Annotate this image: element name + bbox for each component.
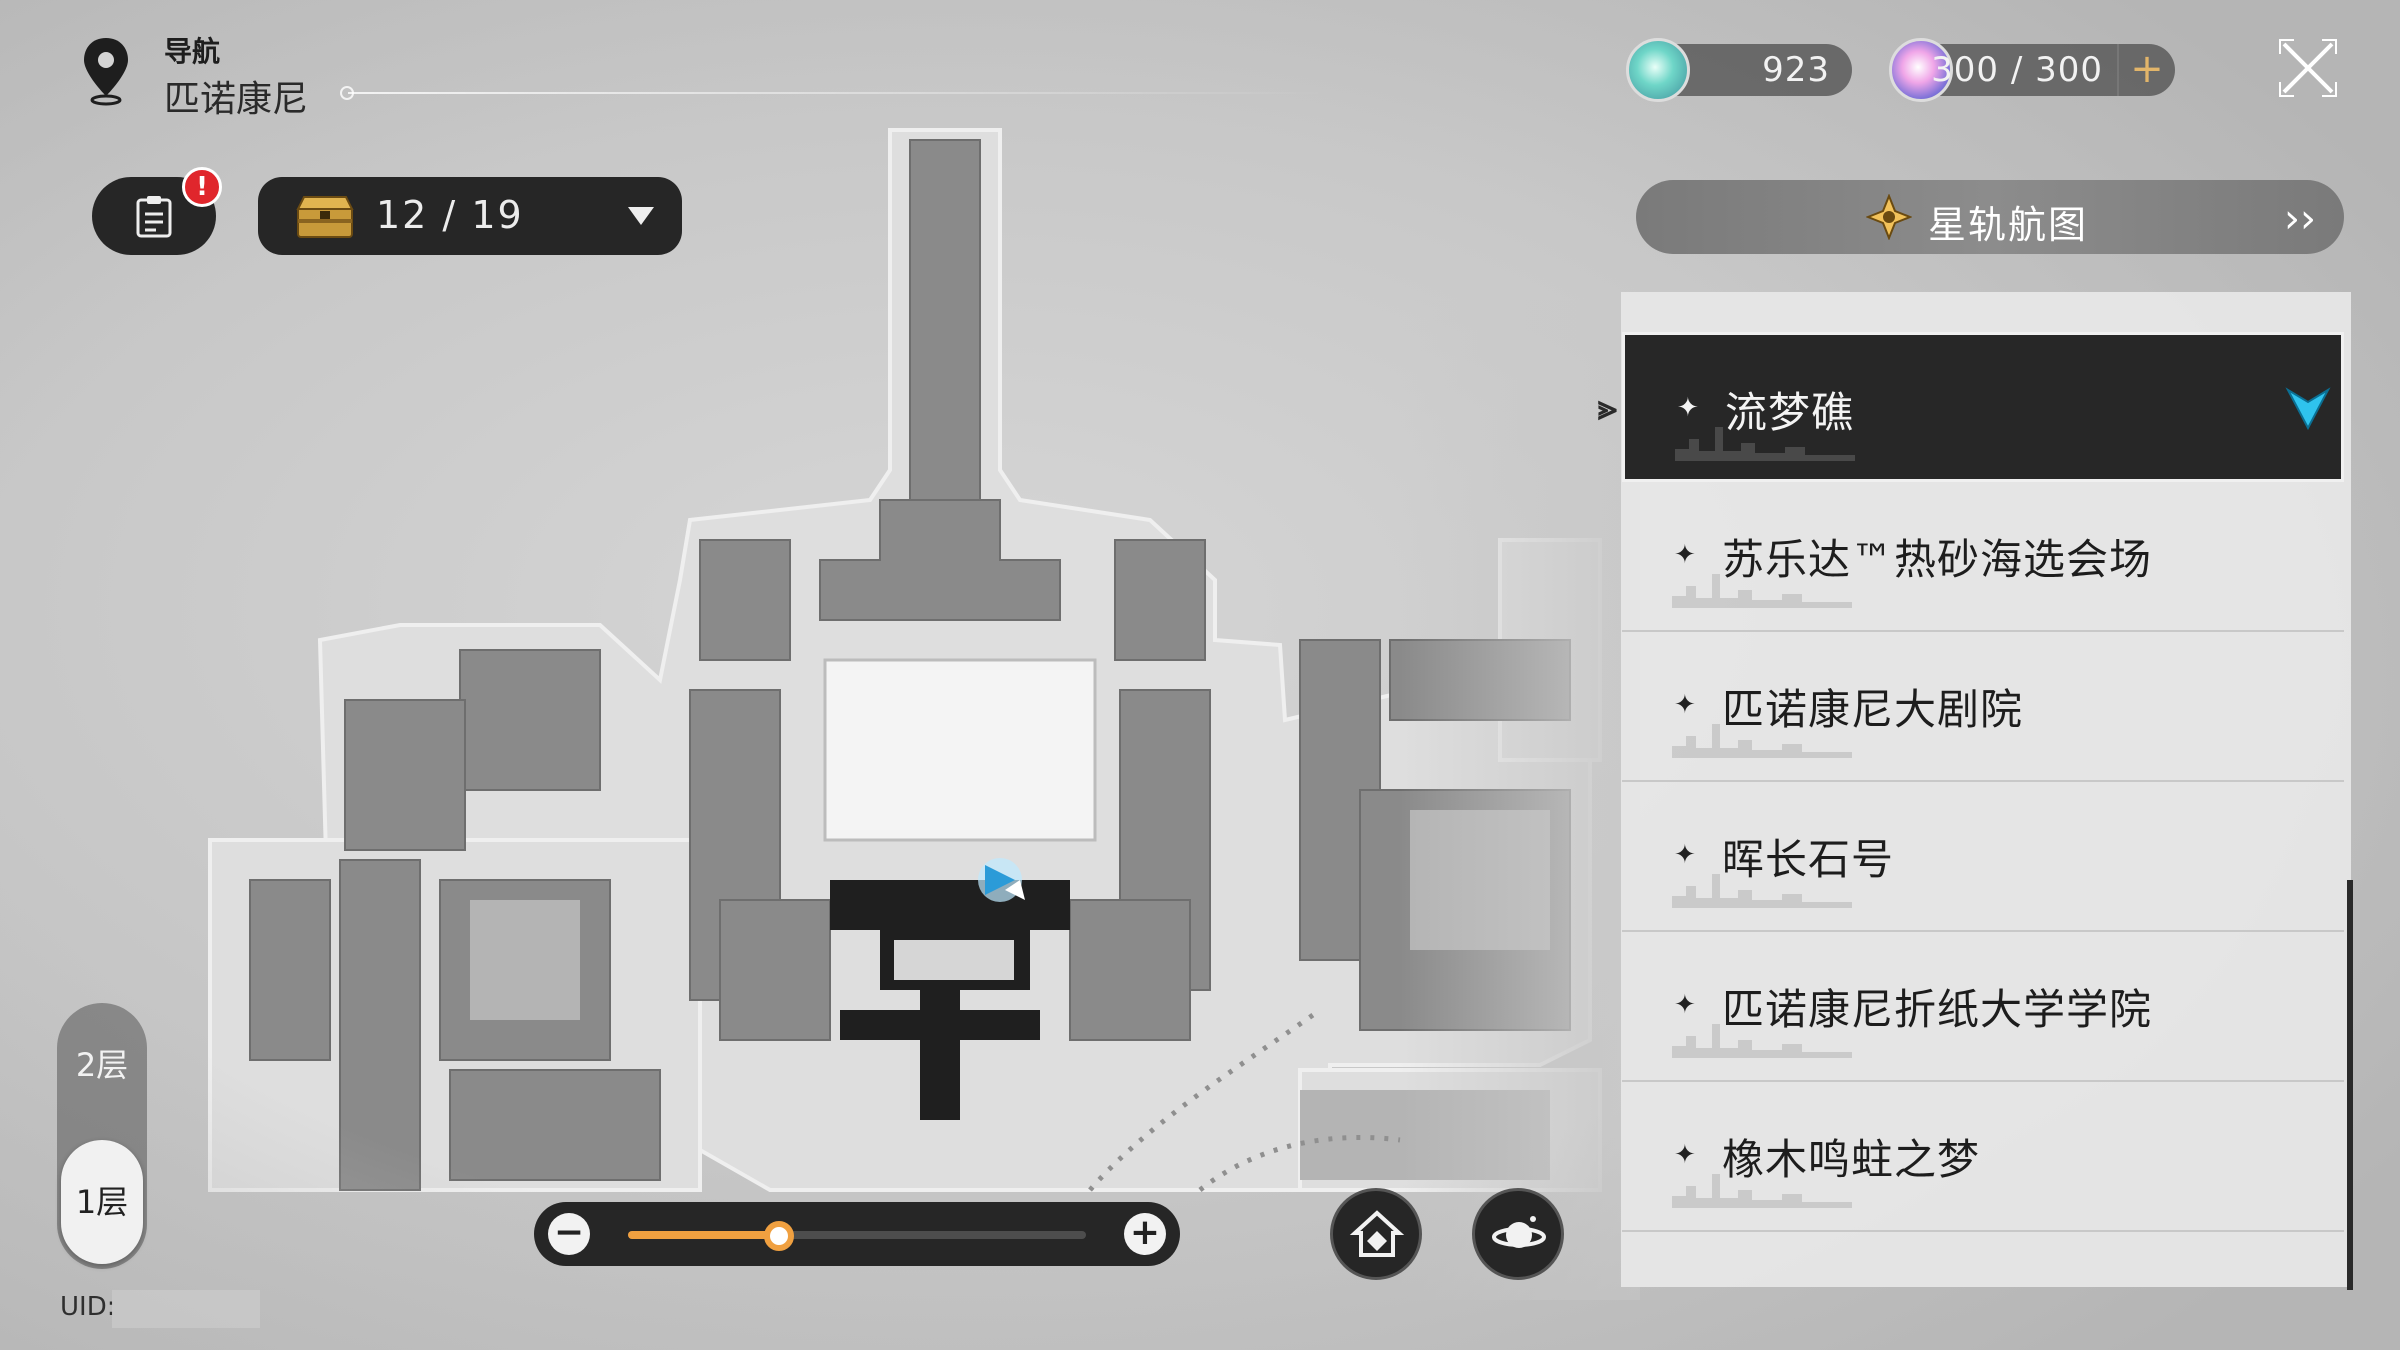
teleport-anchor-button[interactable] xyxy=(1330,1188,1422,1280)
floor-2-button[interactable]: 2层 xyxy=(75,1046,129,1084)
location-item[interactable]: ✦ 匹诺康尼折纸大学学院 xyxy=(1622,932,2344,1082)
skyline-decoration-icon xyxy=(1672,1024,1852,1058)
location-name: 橡木鸣蛀之梦 xyxy=(1722,1135,1981,1184)
location-pin-icon xyxy=(84,38,128,106)
sparkle-icon: ✦ xyxy=(1677,393,1699,423)
sparkle-icon: ✦ xyxy=(1674,690,1696,720)
player-location-marker xyxy=(978,858,1025,902)
zoom-slider-fill xyxy=(628,1231,780,1239)
trailblaze-power-icon xyxy=(1889,38,1953,102)
navigation-label: 导航 xyxy=(164,35,221,68)
sparkle-icon: ✦ xyxy=(1674,840,1696,870)
skyline-decoration-icon xyxy=(1672,724,1852,758)
planet-icon xyxy=(1492,1216,1546,1248)
location-name: 匹诺康尼折纸大学学院 xyxy=(1722,985,2153,1034)
location-list-scrollbar[interactable] xyxy=(2347,880,2353,1290)
sparkle-icon: ✦ xyxy=(1674,540,1696,570)
star-rail-map-label: 星轨航图 xyxy=(1928,203,2089,247)
skyline-decoration-icon xyxy=(1672,574,1852,608)
compass-star-icon xyxy=(1866,194,1912,240)
stellar-jade-counter: 923 xyxy=(1626,38,1852,102)
alert-badge: ! xyxy=(182,167,222,207)
sparkle-icon: ✦ xyxy=(1674,990,1696,1020)
treasure-chest-icon xyxy=(296,196,354,238)
double-chevron-right-icon: ›› xyxy=(2284,196,2316,242)
zoom-in-button[interactable]: + xyxy=(1124,1213,1166,1255)
star-rail-map-button[interactable]: 星轨航图 ›› xyxy=(1636,180,2344,254)
uid-redacted xyxy=(112,1290,260,1328)
add-power-button[interactable]: + xyxy=(2117,44,2175,96)
trailblaze-power-value: 300 / 300 xyxy=(1931,50,2103,90)
treasure-counter-dropdown[interactable]: 12 / 19 xyxy=(258,177,682,255)
zoom-slider[interactable] xyxy=(628,1221,1086,1251)
selection-pointer-icon: ⪢ xyxy=(1598,388,1618,428)
chevron-down-icon xyxy=(628,207,654,225)
sparkle-icon: ✦ xyxy=(1674,1140,1696,1170)
navigation-header: 导航 匹诺康尼 xyxy=(78,30,1328,120)
location-item[interactable]: ✦ 流梦礁 xyxy=(1622,332,2344,482)
skyline-decoration-icon xyxy=(1672,1174,1852,1208)
trailblaze-power-counter: 300 / 300 + xyxy=(1889,38,2175,102)
zoom-control: − + xyxy=(534,1202,1180,1266)
uid-label: UID: xyxy=(60,1292,116,1322)
location-name: 晖长石号 xyxy=(1722,835,1895,884)
treasure-count: 12 / 19 xyxy=(376,193,524,237)
location-item[interactable]: ✦ 苏乐达™热砂海选会场 xyxy=(1622,482,2344,632)
zoom-out-button[interactable]: − xyxy=(548,1213,590,1255)
location-item[interactable]: ✦ 橡木鸣蛀之梦 xyxy=(1622,1082,2344,1232)
location-name: 苏乐达™热砂海选会场 xyxy=(1722,535,2153,584)
zoom-slider-handle[interactable] xyxy=(764,1221,795,1251)
clipboard-icon xyxy=(136,196,172,238)
home-anchor-icon xyxy=(1349,1210,1405,1257)
location-item[interactable]: ✦ 晖长石号 xyxy=(1622,782,2344,932)
region-name: 匹诺康尼 xyxy=(164,79,309,120)
divider-line xyxy=(348,92,1328,94)
current-location-marker-icon xyxy=(2285,387,2331,431)
floor-1-button[interactable]: 1层 xyxy=(61,1140,143,1264)
location-name: 匹诺康尼大剧院 xyxy=(1722,685,2024,734)
skyline-decoration-icon xyxy=(1675,427,1855,461)
location-item[interactable]: ✦ 匹诺康尼大剧院 xyxy=(1622,632,2344,782)
planet-view-button[interactable] xyxy=(1472,1188,1564,1280)
close-icon[interactable] xyxy=(2278,38,2338,98)
stellar-jade-icon xyxy=(1626,38,1690,102)
stellar-jade-value: 923 xyxy=(1762,50,1830,90)
location-name: 流梦礁 xyxy=(1725,388,1855,437)
skyline-decoration-icon xyxy=(1672,874,1852,908)
